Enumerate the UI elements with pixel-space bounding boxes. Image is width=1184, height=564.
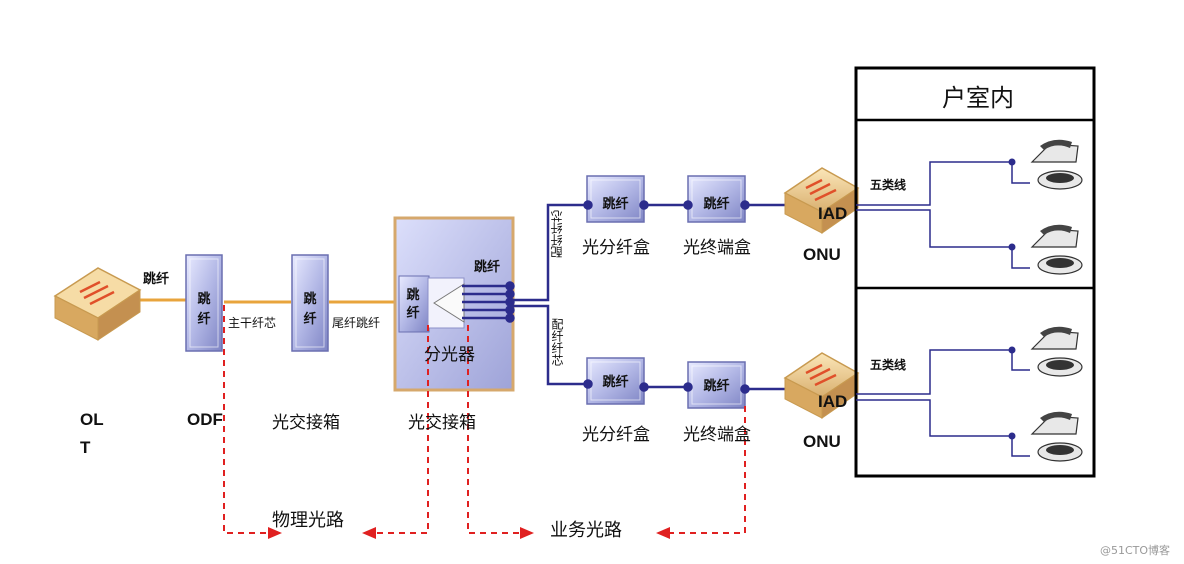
cross-box-2-top-text: 跳纤 (474, 260, 501, 275)
indoor-wiring-bottom (856, 349, 1030, 457)
indoor-frame (854, 66, 1096, 478)
olt-label-2: T (80, 438, 91, 457)
indoor-wiring-dots (1008, 158, 1016, 440)
odf-box-text-1: 跳 (197, 292, 211, 307)
top-cable-label: 五类线 (870, 178, 907, 192)
cross-box-1-text-1: 跳 (303, 292, 317, 307)
cross-box-2-label: 光交接箱 (408, 413, 476, 433)
top-split-box-label: 光分纤盒 (582, 238, 650, 258)
phone-icon (1030, 224, 1083, 275)
bottom-onu-label: ONU (803, 432, 841, 451)
phone-icon (1030, 139, 1083, 190)
service-path-label: 业务光路 (550, 520, 622, 541)
top-onu-label: ONU (803, 245, 841, 264)
light-path-arrows (223, 305, 746, 534)
bottom-cable-label: 五类线 (870, 358, 907, 372)
top-term-box-label: 光终端盒 (683, 238, 751, 258)
odf-label: ODF (187, 410, 223, 429)
indoor-wiring-top (856, 161, 1030, 269)
top-term-box-text: 跳纤 (703, 197, 730, 212)
bottom-split-box-text: 跳纤 (602, 375, 629, 390)
cross-box-1-text-2: 纤 (303, 312, 317, 327)
top-onu-icon (783, 167, 860, 234)
light-path-arrowheads (268, 527, 670, 539)
top-term-box (687, 175, 746, 223)
splitter-outputs (462, 281, 515, 323)
bottom-split-box-label: 光分纤盒 (582, 425, 650, 445)
cross-box-1 (291, 254, 329, 352)
indoor-title: 户室内 (942, 84, 1014, 112)
bottom-iad-label: IAD (818, 392, 848, 411)
physical-path-label: 物理光路 (272, 510, 344, 531)
cross-box-1-label: 光交接箱 (272, 413, 340, 433)
odf-box (185, 254, 223, 352)
dist-fiber-label-bottom: 配纤纤芯 (550, 318, 564, 366)
cross-box-2 (393, 216, 515, 392)
bottom-term-box-label: 光终端盒 (683, 425, 751, 445)
olt-device-icon (53, 267, 142, 341)
watermark: @51CTO博客 (1100, 544, 1171, 557)
dist-fiber-label-top: 配纤纤芯 (550, 210, 564, 258)
top-split-box-text: 跳纤 (602, 197, 629, 212)
olt-label-1: OL (80, 410, 104, 429)
bottom-onu-icon (783, 352, 860, 419)
odf-box-text-2: 纤 (197, 312, 211, 327)
phone-icon (1030, 411, 1083, 462)
cross-box-2-text-2: 纤 (406, 306, 420, 321)
top-branch-links (583, 200, 792, 210)
trunk-label: 主干纤芯 (228, 316, 277, 330)
top-split-box (586, 175, 645, 223)
bottom-split-box (586, 357, 645, 405)
pigtail-label: 尾纤跳纤 (332, 316, 381, 330)
top-iad-label: IAD (818, 204, 848, 223)
bottom-term-box-text: 跳纤 (703, 379, 730, 394)
phone-icon (1030, 326, 1083, 377)
jumper-label: 跳纤 (143, 272, 170, 287)
distribution-fibers (512, 203, 588, 386)
splitter-label: 分光器 (424, 345, 475, 365)
cross-box-2-text-1: 跳 (406, 288, 420, 303)
bottom-branch-links (583, 379, 792, 394)
